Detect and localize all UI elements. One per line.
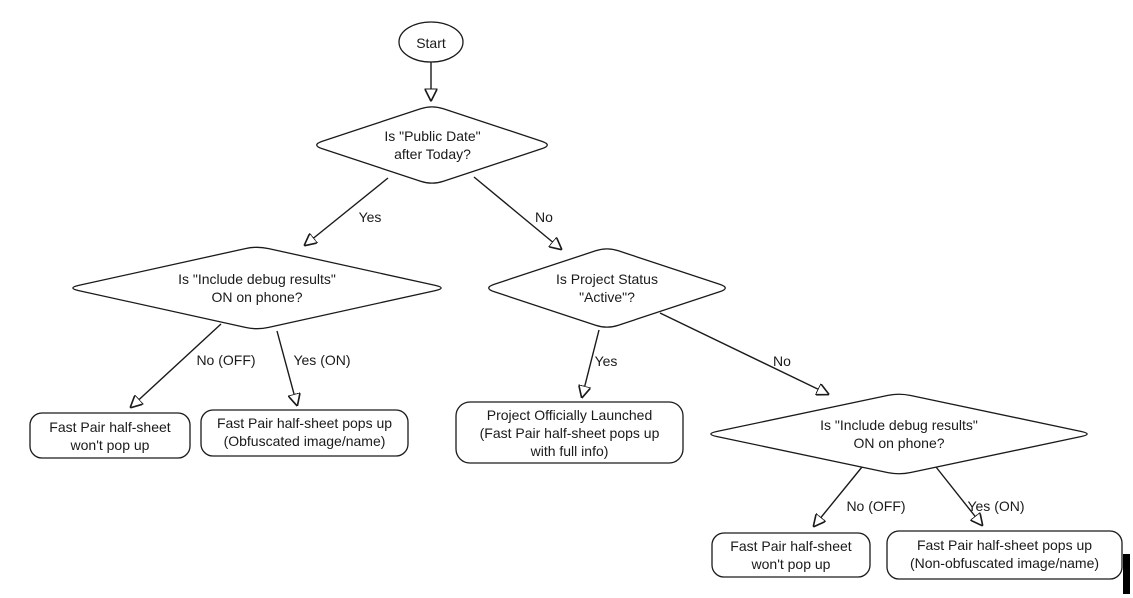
decision-debug-left-shape — [72, 246, 442, 330]
result-no-popup-left-shape — [29, 412, 191, 459]
edge-debug-right-yes — [935, 466, 982, 525]
edge-label-project-status-no: No — [773, 353, 791, 369]
edge-project-status-no — [659, 312, 828, 394]
edge-debug-left-yes — [276, 330, 297, 405]
edge-label-debug-right-no: No (OFF) — [846, 498, 906, 514]
edge-label-public-date-no: No — [535, 209, 553, 225]
edge-public-date-no — [473, 176, 561, 249]
result-popup-obfuscated-shape — [200, 409, 409, 457]
edge-public-date-yes — [305, 177, 389, 245]
edge-debug-left-no — [131, 323, 222, 407]
edge-debug-right-no — [814, 466, 863, 526]
text-cursor — [1123, 554, 1130, 594]
edge-label-debug-left-no: No (OFF) — [196, 352, 256, 368]
result-no-popup-right-shape — [711, 532, 871, 578]
edge-label-public-date-yes: Yes — [358, 209, 382, 225]
edge-label-debug-left-yes: Yes (ON) — [293, 352, 351, 368]
decision-debug-right-shape — [710, 393, 1088, 475]
result-popup-non-obfuscated-shape — [886, 530, 1123, 580]
edge-label-debug-right-yes: Yes (ON) — [967, 498, 1025, 514]
edge-project-status-yes — [582, 329, 600, 397]
edge-label-project-status-yes: Yes — [594, 353, 618, 369]
decision-public-date-shape — [316, 106, 548, 184]
decision-project-status-shape — [488, 248, 726, 328]
result-launched-shape — [455, 401, 684, 464]
start-node-shape — [398, 21, 464, 63]
